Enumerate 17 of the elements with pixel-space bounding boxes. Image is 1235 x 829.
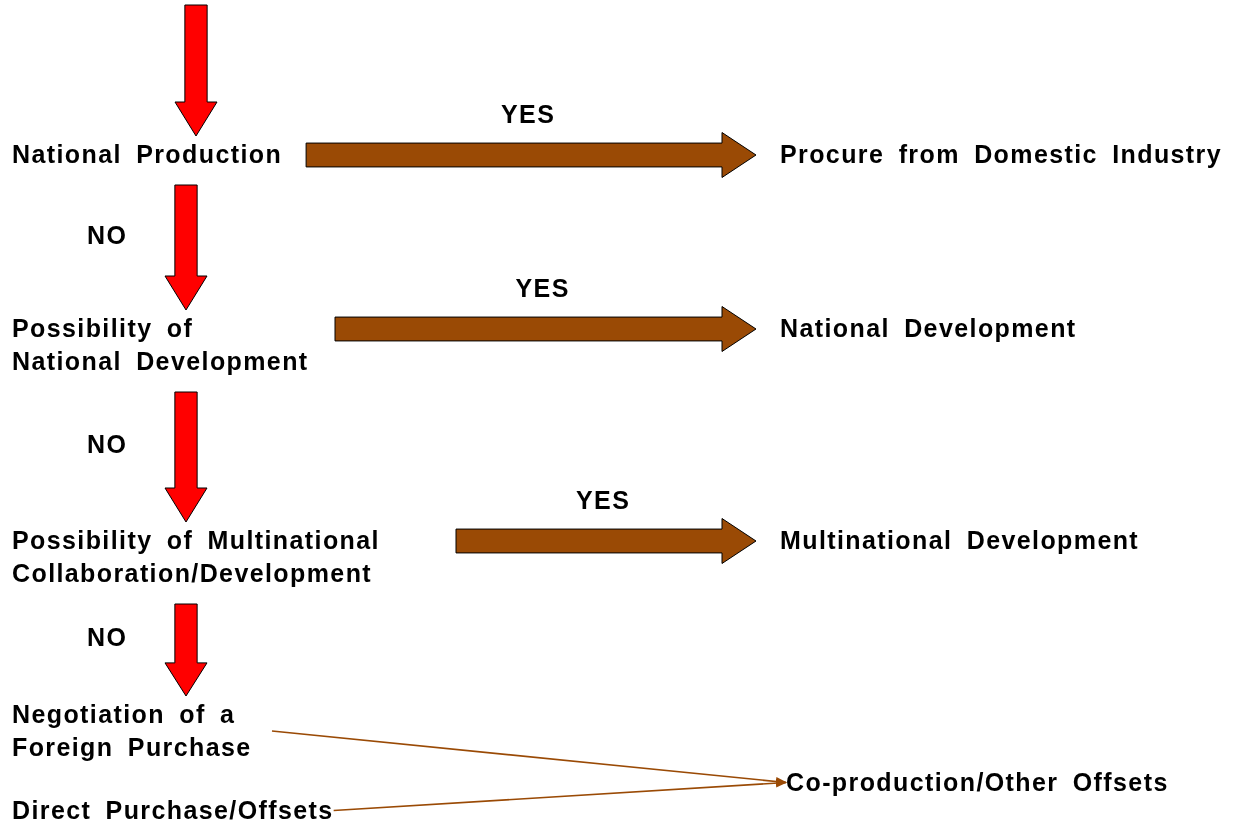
block-arrow: [164, 391, 208, 523]
block-arrow: [334, 306, 757, 352]
node-text: Possibility of National Development: [12, 313, 310, 377]
node-text: Multinational Development: [780, 525, 1140, 556]
block-arrow: [164, 603, 208, 697]
block-arrow: [164, 184, 208, 311]
node-text: National Production: [12, 139, 283, 170]
block-arrow: [174, 4, 218, 137]
block-arrow: [305, 132, 757, 178]
block-arrow: [455, 518, 757, 564]
node-text: Procure from Domestic Industry: [780, 139, 1223, 170]
arrow: [332, 778, 788, 812]
node-text: Direct Purchase/Offsets: [12, 795, 334, 826]
node-text: Co-production/Other Offsets: [786, 767, 1169, 798]
node-text: Possibility of Multinational Collaboration/Development: [12, 525, 381, 589]
node-text: National Development: [780, 313, 1077, 344]
node-text: Negotiation of a Foreign Purchase: [12, 699, 253, 763]
